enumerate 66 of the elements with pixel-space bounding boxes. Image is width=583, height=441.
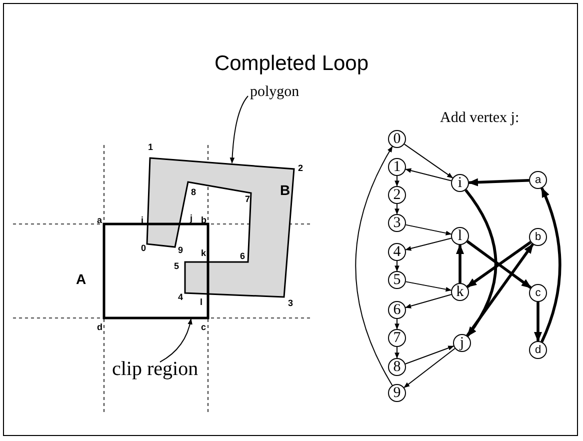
arrow (404, 346, 454, 364)
vertex-label: 9 (178, 246, 184, 255)
vertex-node: 5 (388, 271, 406, 289)
arrow (394, 176, 400, 187)
region-label: B (280, 183, 290, 197)
vertex-node: l (451, 227, 469, 245)
region-label: A (76, 272, 86, 286)
polygon-shape (146, 157, 295, 298)
leader-line (230, 96, 248, 164)
arrow (540, 187, 562, 342)
vertex-node: 3 (388, 214, 406, 232)
vertex-label: b (201, 216, 206, 225)
vertex-label: d (97, 323, 102, 332)
clip-region-label: clip region (112, 358, 198, 381)
arrow (394, 318, 400, 330)
arrow (394, 204, 400, 215)
vertex-node: 9 (388, 384, 406, 402)
vertex-node: d (529, 341, 547, 359)
arrow (355, 146, 393, 386)
vertex-node: 2 (388, 186, 406, 204)
vertex-node: c (529, 284, 547, 302)
vertex-node: k (451, 283, 469, 301)
vertex-label: j (190, 214, 193, 223)
vertex-node: i (451, 174, 469, 192)
arrow (464, 189, 498, 337)
vertex-node: 7 (388, 329, 406, 347)
vertex-label: c (201, 323, 206, 332)
arrow (456, 244, 464, 283)
vertex-node: a (529, 171, 547, 189)
vertex-node: 1 (388, 158, 406, 176)
vertex-label: l (200, 298, 203, 307)
arrow (466, 244, 534, 336)
arrow (404, 144, 454, 178)
vertex-node: j (453, 334, 471, 352)
vertex-label: i (141, 216, 144, 225)
leader-line (160, 318, 192, 362)
arrow (394, 260, 400, 272)
arrow (534, 302, 542, 342)
vertex-label: 0 (141, 244, 146, 253)
arrow (405, 224, 452, 236)
vertex-label: a (97, 216, 102, 225)
arrow (468, 178, 530, 186)
note-text: Add vertex j: (440, 110, 520, 127)
vertex-label: 8 (191, 188, 196, 197)
arrow (394, 346, 400, 359)
arrow (405, 294, 452, 308)
vertex-label: 4 (178, 293, 184, 302)
vertex-node: b (529, 228, 547, 246)
vertex-node: 0 (388, 130, 406, 148)
arrow (405, 238, 452, 251)
vertex-label: k (201, 249, 206, 258)
vertex-node: 6 (388, 301, 406, 319)
arrow (404, 348, 456, 388)
arrow (405, 168, 452, 182)
vertex-node: 4 (388, 243, 406, 261)
vertex-label: 5 (174, 262, 180, 271)
arrow (405, 281, 452, 292)
vertex-label: 6 (240, 252, 246, 261)
slide-title: Completed Loop (213, 52, 370, 76)
vertex-label: 7 (245, 195, 250, 204)
vertex-node: 8 (388, 358, 406, 376)
vertex-label: 1 (148, 143, 154, 152)
clip-rectangle (102, 222, 210, 320)
vertex-label: 3 (288, 299, 294, 308)
polygon-label: polygon (250, 84, 300, 101)
vertex-label: 2 (298, 164, 304, 173)
